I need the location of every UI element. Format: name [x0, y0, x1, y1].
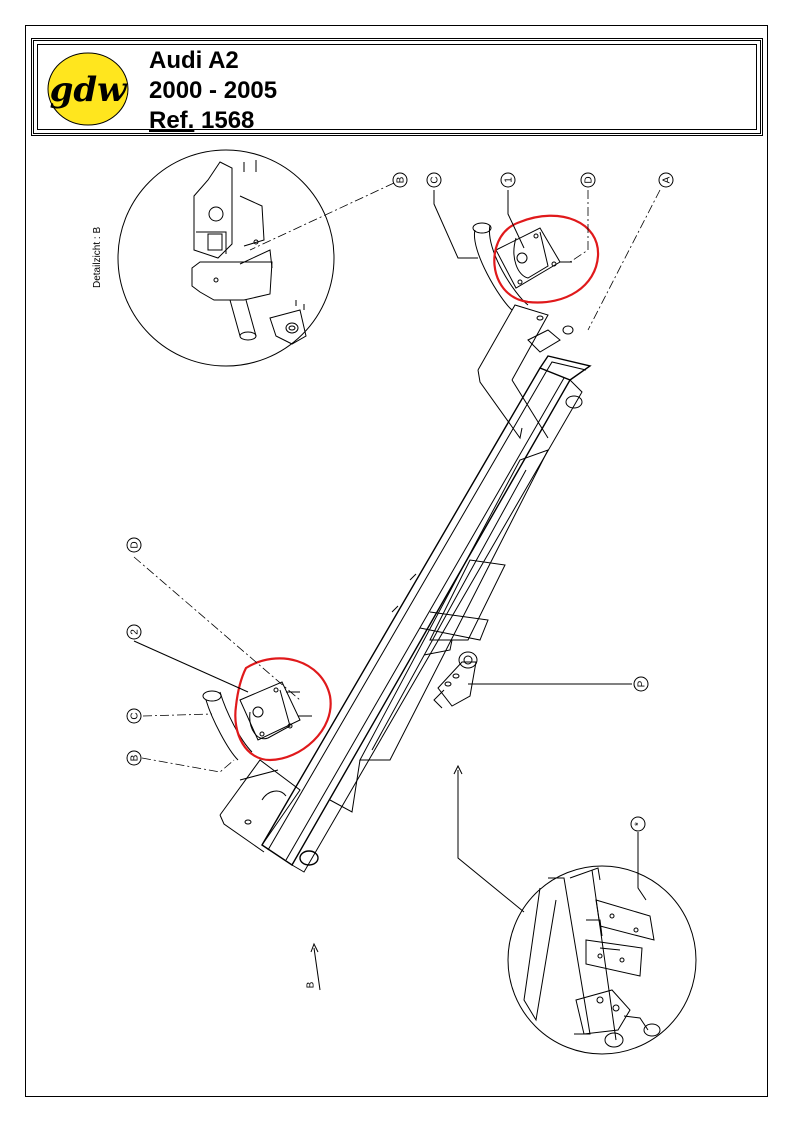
highlight-circle-right — [493, 214, 600, 304]
right-bracket — [472, 222, 574, 440]
svg-text:B: B — [130, 754, 141, 761]
drawing-sheet-border — [25, 25, 768, 1097]
callout-c-left: C — [126, 708, 142, 724]
svg-text:A: A — [662, 176, 673, 183]
vehicle-years: 2000 - 2005 — [149, 77, 278, 104]
callout-p-right: P — [633, 676, 649, 692]
detail-view-b: Detailzicht : B — [92, 149, 335, 367]
svg-text:D: D — [584, 176, 595, 183]
callout-d-top: D — [580, 172, 596, 188]
callout-star: * — [630, 816, 646, 832]
left-bracket — [202, 681, 312, 853]
callout-b-left: B — [126, 750, 142, 766]
main-beam — [261, 355, 592, 873]
leader-lines — [133, 182, 661, 991]
detail-view-star — [507, 865, 697, 1055]
gdw-logo: gdw — [47, 52, 129, 126]
svg-text:1: 1 — [504, 177, 515, 183]
callout-a-top: A — [658, 172, 674, 188]
reference-number: Ref. 1568 — [149, 107, 254, 135]
detail-caption: Detailzicht : B — [92, 227, 103, 288]
ref-key: Ref. — [149, 107, 195, 134]
logo-text: gdw — [50, 70, 129, 110]
svg-text:2: 2 — [130, 629, 141, 635]
ball-mount — [433, 651, 478, 709]
view-b-label: B — [306, 981, 317, 988]
callout-c-top: C — [426, 172, 442, 188]
title-block-inner: gdw Audi A2 2000 - 2005 Ref. 1568 — [37, 44, 757, 134]
svg-text:C: C — [430, 176, 441, 183]
callout-1: 1 — [500, 172, 516, 188]
ref-value: 1568 — [201, 107, 255, 134]
highlight-circle-left — [234, 657, 332, 762]
callout-b-top: B — [392, 172, 408, 188]
svg-text:P: P — [637, 680, 648, 687]
svg-text:D: D — [130, 541, 141, 548]
callout-d-left: D — [126, 537, 142, 553]
vehicle-model: Audi A2 — [149, 47, 239, 74]
svg-text:*: * — [634, 822, 645, 826]
svg-text:C: C — [130, 712, 141, 719]
svg-text:B: B — [396, 176, 407, 183]
callout-2: 2 — [126, 624, 142, 640]
title-block: gdw Audi A2 2000 - 2005 Ref. 1568 — [31, 38, 763, 136]
